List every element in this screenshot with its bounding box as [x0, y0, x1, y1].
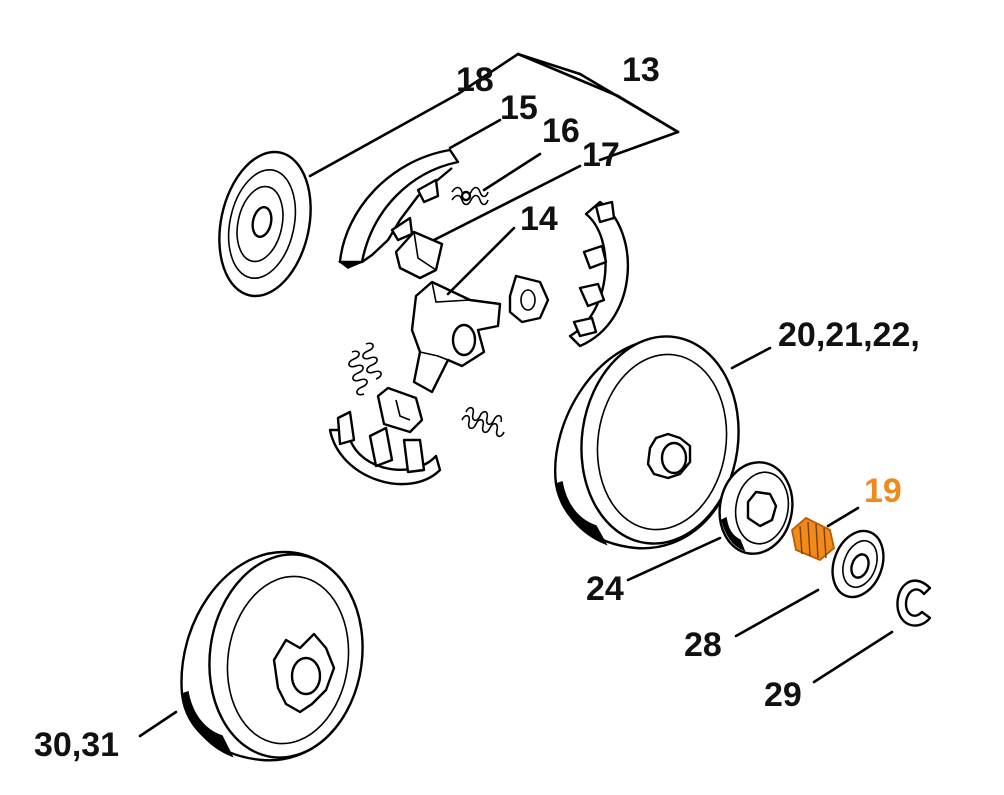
label-20-21-22: 20,21,22,	[778, 316, 920, 354]
label-28: 28	[684, 626, 722, 664]
spring-left[interactable]	[348, 342, 382, 396]
label-14: 14	[520, 200, 558, 238]
part-29-e-clip[interactable]	[896, 579, 932, 627]
part-18-washer[interactable]	[207, 143, 323, 304]
part-labels: 18 13 15 16 17 14 20,21,22, 19 24 28 29 …	[34, 51, 920, 764]
part-28-washer[interactable]	[824, 524, 892, 604]
part-clutch-shoe-lower[interactable]	[328, 410, 442, 486]
part-20-clutch-drum[interactable]	[553, 326, 752, 554]
label-24: 24	[586, 570, 624, 608]
spring-lower[interactable]	[461, 406, 505, 438]
part-insert-lower[interactable]	[376, 386, 424, 434]
label-15: 15	[500, 89, 538, 127]
label-17: 17	[582, 136, 620, 174]
label-29: 29	[764, 676, 802, 714]
part-insert-right[interactable]	[508, 274, 550, 324]
part-17-insert[interactable]	[394, 230, 444, 280]
part-19-needle-cage[interactable]	[791, 516, 835, 562]
part-30-spur-drum[interactable]	[180, 544, 375, 767]
part-24-rim-sprocket[interactable]	[713, 456, 800, 559]
leader-lines	[138, 52, 894, 738]
label-18: 18	[456, 61, 494, 99]
label-13: 13	[622, 51, 660, 89]
label-19: 19	[864, 472, 902, 510]
part-clutch-shoe-right[interactable]	[568, 200, 630, 348]
label-30-31: 30,31	[34, 726, 119, 764]
part-14-carrier[interactable]	[410, 280, 502, 394]
label-16: 16	[542, 112, 580, 150]
part-16-spring[interactable]	[451, 186, 489, 206]
